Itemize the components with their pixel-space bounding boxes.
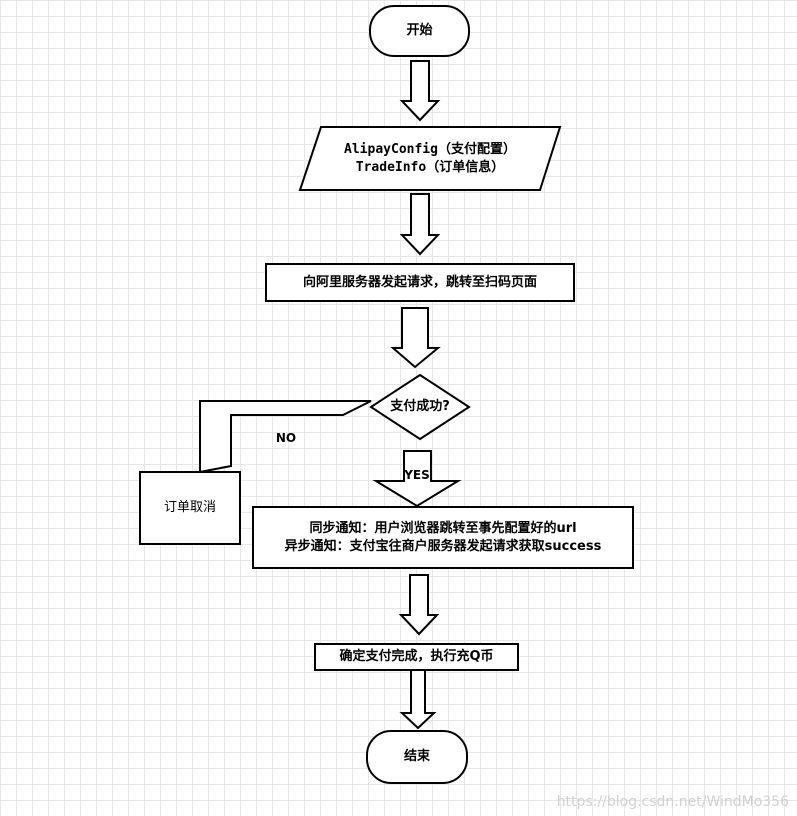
config-label-line2: TradeInfo（订单信息）: [355, 159, 505, 175]
decision-label: 支付成功?: [390, 399, 450, 414]
end-label: 结束: [403, 749, 430, 764]
config-label-line1: AlipayConfig（支付配置）: [344, 141, 516, 157]
complete-label: 确定支付完成，执行充Q币: [339, 649, 494, 664]
arrow-start-to-config: [399, 60, 441, 122]
config-parallelogram-shape: [298, 126, 562, 191]
watermark-text: https://blog.csdn.net/WindMo356: [556, 794, 789, 810]
yes-label: YES: [404, 468, 430, 482]
complete-process-shape: [314, 643, 519, 671]
arrow-decision-yes: [372, 450, 462, 508]
end-terminator-shape: [366, 730, 468, 784]
decision-diamond-shape: [369, 373, 471, 441]
notification-label: 同步通知：用户浏览器跳转至事先配置好的url 异步通知：支付宝往商户服务器发起请…: [253, 507, 633, 568]
cancel-process-shape: [139, 471, 241, 545]
arrow-complete-to-end: [399, 669, 437, 730]
arrow-config-to-request: [399, 193, 441, 256]
start-terminator-shape: [369, 5, 470, 57]
request-process-shape: [265, 263, 575, 302]
notification-label-line2: 异步通知：支付宝往商户服务器发起请求获取success: [284, 538, 602, 554]
notification-process-shape: [252, 506, 634, 569]
notification-label-line1: 同步通知：用户浏览器跳转至事先配置好的url: [309, 520, 577, 536]
request-label: 向阿里服务器发起请求，跳转至扫码页面: [302, 274, 537, 290]
start-label: 开始: [406, 23, 433, 38]
cancel-label: 订单取消: [163, 500, 216, 515]
arrow-request-to-decision: [390, 307, 441, 369]
config-label: AlipayConfig（支付配置） TradeInfo（订单信息）: [300, 127, 560, 190]
arrow-notification-to-complete: [398, 574, 440, 636]
no-label: NO: [275, 431, 297, 445]
